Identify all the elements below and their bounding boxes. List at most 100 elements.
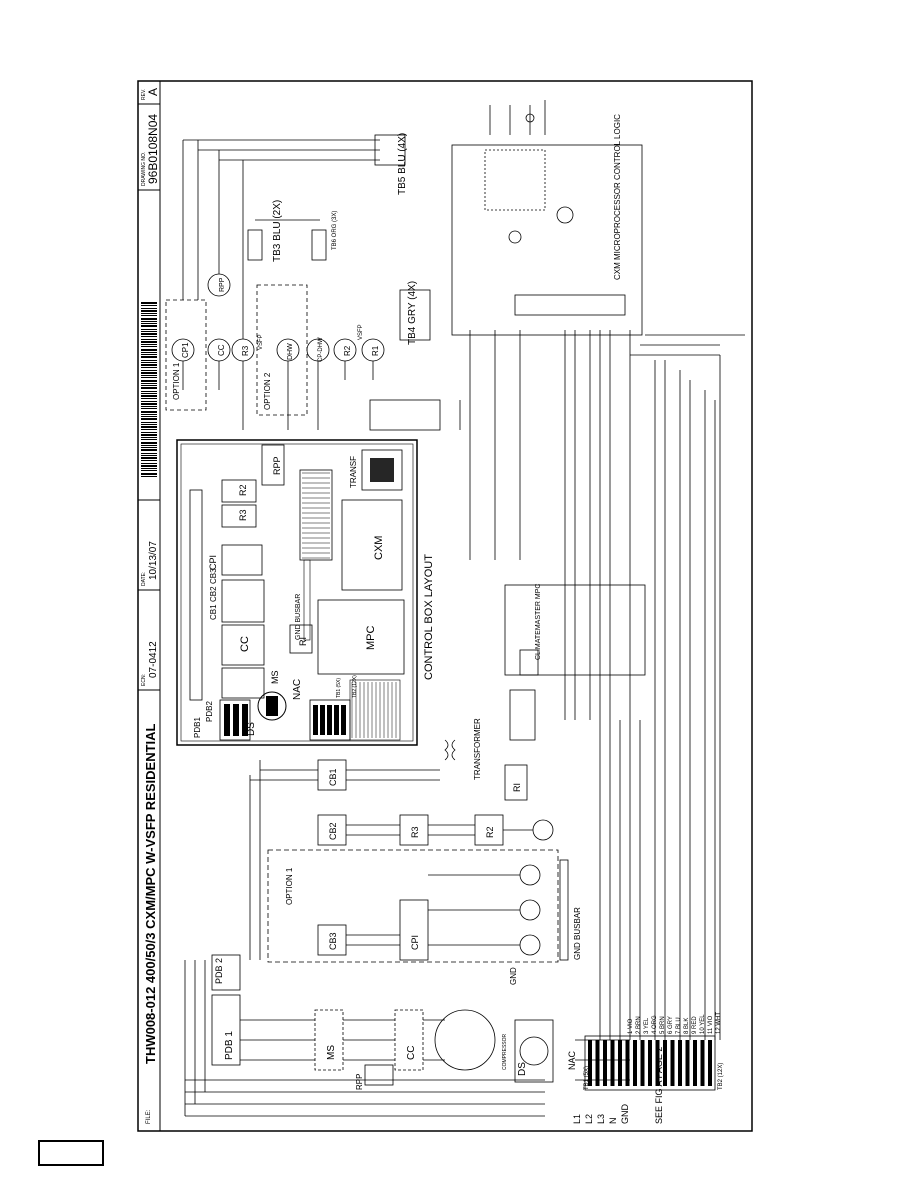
terminal-strip-bar xyxy=(655,1040,660,1086)
tb1-terminal-label: L3 xyxy=(596,1114,606,1124)
terminal-strip-bar xyxy=(700,1040,705,1086)
barcode-bar xyxy=(141,341,157,343)
barcode-bar xyxy=(141,445,157,446)
terminal-strip-bar xyxy=(685,1040,690,1086)
barcode-bar xyxy=(141,447,157,448)
barcode-bar xyxy=(141,318,157,320)
terminal-strip-bar xyxy=(603,1040,607,1086)
tb1-terminal-label: L1 xyxy=(572,1114,582,1124)
barcode-bar xyxy=(141,344,157,345)
pdb-terminal xyxy=(233,704,239,736)
cb-transf-label: TRANSF xyxy=(349,456,358,488)
barcode-bar xyxy=(141,302,157,304)
barcode-bar xyxy=(141,354,157,355)
label-cxm-logic: CXM MICROPROCESSOR CONTROL LOGIC xyxy=(613,114,622,280)
terminal-strip-bar xyxy=(595,1040,600,1086)
barcode-bar xyxy=(141,377,157,378)
cb-tb1-label: TB1 (5X) xyxy=(336,678,342,698)
drawing-title: THW008-012 400/50/3 CXM/MPC W-VSFP RESID… xyxy=(143,723,158,1064)
rev-label: REV. xyxy=(141,89,147,100)
label-option2: OPTION 2 xyxy=(263,372,272,410)
control-schematic xyxy=(165,100,745,1040)
tb1-terminal xyxy=(327,705,332,735)
barcode-bar xyxy=(141,305,157,306)
cb-nac-label: NAC xyxy=(292,679,303,700)
tb1-terminal-label: GND xyxy=(620,1104,630,1125)
label-rpp-ctrl: RPP xyxy=(219,277,226,292)
barcode-bar xyxy=(141,339,157,340)
terminal-strip-bar xyxy=(663,1040,667,1086)
label-gnd-busbar: GND BUSBAR xyxy=(573,907,582,960)
label-gnd: GND xyxy=(509,967,518,985)
barcode-bar xyxy=(141,463,157,464)
barcode-bar xyxy=(141,370,157,371)
barcode-bar xyxy=(141,437,157,438)
barcode-bar xyxy=(141,457,157,459)
barcode-bar xyxy=(141,315,157,316)
date-label: DATE: xyxy=(141,572,147,586)
tb1-terminal xyxy=(320,705,325,735)
barcode xyxy=(141,300,157,480)
cb-tb2-label: TB2 (12X) xyxy=(352,675,358,698)
rev-value: A xyxy=(146,88,160,96)
barcode-bar xyxy=(141,352,157,353)
control-labels: OPTION 1 OPTION 2 TB3 BLU (2X) TB4 GRY (… xyxy=(172,114,622,660)
barcode-bar xyxy=(141,310,157,312)
label-cc-ctrl: CC xyxy=(217,344,226,356)
label-tb1: TB1 (5X) xyxy=(584,1066,590,1090)
barcode-bar xyxy=(141,367,157,368)
label-tb4: TB4 GRY (4X) xyxy=(407,281,418,345)
tb1-terminal-label: N xyxy=(608,1118,618,1125)
label-r3: R3 xyxy=(410,826,420,838)
barcode-bar xyxy=(141,313,157,314)
terminal-strip-bar xyxy=(670,1040,675,1086)
cb-cb2-label: CB2 xyxy=(209,586,218,602)
label-tb2: TB2 (12X) xyxy=(718,1063,724,1090)
tb1-terminal xyxy=(334,705,339,735)
cb-cc-label: CC xyxy=(239,636,251,652)
label-option1-right: OPTION 1 xyxy=(172,362,181,400)
tb2-terminal-strip xyxy=(584,1035,716,1091)
wire-number-label: 9 RED xyxy=(692,1016,698,1034)
label-cb3: CB3 xyxy=(328,932,338,950)
barcode-bar xyxy=(141,406,157,407)
barcode-bar xyxy=(141,360,157,361)
barcode-bar xyxy=(141,391,157,392)
barcode-bar xyxy=(141,408,157,409)
label-cb2: CB2 xyxy=(328,822,338,840)
terminal-strip-bar xyxy=(588,1040,592,1086)
barcode-bar xyxy=(141,395,157,397)
barcode-bar xyxy=(141,398,157,399)
barcode-bar xyxy=(141,323,157,324)
label-r1-ctrl: R1 xyxy=(371,345,380,356)
terminal-strip-bar xyxy=(610,1040,615,1086)
cb-gnd-busbar-label: GND BUSBAR xyxy=(295,594,302,640)
label-option1: OPTION 1 xyxy=(285,867,294,905)
date-value: 10/13/07 xyxy=(148,541,159,580)
label-r3-ctrl: R3 xyxy=(241,345,250,356)
pdb-terminal xyxy=(224,704,230,736)
label-r2-ctrl: R2 xyxy=(343,345,352,356)
label-mpc: CLIMATEMASTER MPC xyxy=(535,584,542,661)
barcode-bar xyxy=(141,393,157,394)
terminal-strip-bar xyxy=(640,1040,645,1086)
barcode-bar xyxy=(141,468,157,469)
barcode-bar xyxy=(141,321,157,322)
barcode-bar xyxy=(141,375,157,376)
cb-mpc-label: MPC xyxy=(365,626,377,651)
barcode-bar xyxy=(141,333,157,335)
barcode-bar xyxy=(141,414,157,415)
cb-cb1-label: CB1 xyxy=(209,604,218,620)
barcode-bar xyxy=(141,308,157,309)
label-ds: DS xyxy=(517,1062,528,1076)
barcode-bar xyxy=(141,473,157,475)
barcode-bar xyxy=(141,465,157,467)
ecn-value: 07-0412 xyxy=(148,641,159,678)
label-ms: MS xyxy=(326,1045,337,1060)
label-vsfp-ctrl2: VSFP xyxy=(358,324,364,340)
ecn-label: ECN: xyxy=(141,674,147,686)
barcode-bar xyxy=(141,336,157,337)
tb1-terminal-label: L2 xyxy=(584,1114,594,1124)
control-box-layout: RPP TRANSF R2 R3 CXM CPI CB1 CB2 CB3 CC … xyxy=(176,439,435,746)
title-block: FILE: THW008-012 400/50/3 CXM/MPC W-VSFP… xyxy=(138,81,161,1131)
